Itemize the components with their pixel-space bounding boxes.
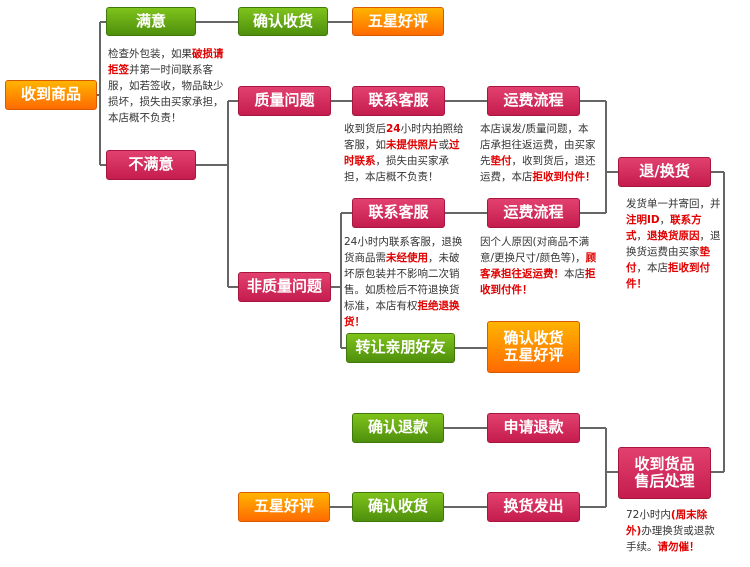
quality-cs-note-segment: 过时联系 bbox=[344, 139, 460, 167]
quality-shipping-note-segment: 拒收到付件！ bbox=[532, 171, 596, 183]
nonquality-cs-note-segment: ，未破坏原包装并不影响二次销售。如质检后不符退换货标准，本店有权 bbox=[344, 252, 460, 312]
node-exchange-ship: 换货发出 bbox=[487, 492, 580, 522]
nonquality-shipping-note-segment: 顾客承担往返运费！ bbox=[480, 252, 597, 280]
node-unsatisfied: 不满意 bbox=[106, 150, 196, 180]
node-five-star-bottom: 五星好评 bbox=[238, 492, 330, 522]
nonquality-cs-note-segment: 未经使用 bbox=[386, 252, 428, 264]
quality-cs-note-segment: 小时内拍照给客服，如 bbox=[344, 123, 464, 151]
node-satisfied: 满意 bbox=[106, 7, 196, 36]
note-nonquality-shipping: 因个人原因(对商品不满意/更换尺寸/颜色等)，顾客承担往返运费！本店拒收到付件！ bbox=[480, 234, 602, 298]
quality-cs-note-segment: 收到货后 bbox=[344, 123, 386, 135]
nonquality-cs-note-segment: 24小时内联系客服，退换货商品需 bbox=[344, 236, 463, 264]
node-confirm-receipt-bottom: 确认收货 bbox=[352, 492, 444, 522]
node-confirm-five-star-line2: 五星好评 bbox=[503, 346, 564, 364]
return-note-segment: ，本店 bbox=[636, 262, 669, 274]
aftersale-note-segment: (周末除外) bbox=[626, 509, 708, 537]
nonquality-cs-note-segment: 拒绝退换货！ bbox=[344, 300, 460, 328]
return-note-segment: ， bbox=[636, 230, 648, 242]
return-note-segment: 拒收到付件！ bbox=[626, 262, 710, 290]
node-receive-goods: 收到商品 bbox=[5, 80, 97, 110]
return-note-segment: ，退换货运费由买家 bbox=[626, 230, 721, 258]
node-shipping-flow-nonquality: 运费流程 bbox=[487, 198, 580, 228]
node-non-quality-issue: 非质量问题 bbox=[238, 272, 331, 302]
satisfied-note-segment: 并第一时间联系客服，如若签收，物品缺少损坏，损失由买家承担，本店概不负责！ bbox=[108, 64, 224, 124]
node-contact-cs-nonquality: 联系客服 bbox=[352, 198, 445, 228]
nonquality-shipping-note-segment: 因个人原因(对商品不满意/更换尺寸/颜色等)， bbox=[480, 236, 590, 264]
note-quality-cs: 收到货后24小时内拍照给客服，如未提供照片或过时联系，损失由买家承担，本店概不负… bbox=[344, 121, 464, 185]
node-confirm-five-star-line1: 确认收货 bbox=[503, 328, 564, 347]
aftersale-note-segment: 72小时内 bbox=[626, 509, 671, 521]
nonquality-shipping-note-segment: 本店 bbox=[564, 268, 585, 280]
satisfied-note-segment: 检查外包装，如果 bbox=[108, 48, 192, 60]
aftersale-note-segment: 请勿催！ bbox=[657, 541, 700, 553]
note-nonquality-cs: 24小时内联系客服，退换货商品需未经使用，未破坏原包装并不影响二次销售。如质检后… bbox=[344, 234, 466, 330]
return-note-segment: 注明ID bbox=[626, 214, 660, 226]
node-apply-refund: 申请退款 bbox=[487, 413, 580, 443]
quality-cs-note-segment: 24 bbox=[386, 123, 401, 135]
quality-shipping-note-segment: ，收到货后，退还运费，本店 bbox=[480, 155, 596, 183]
node-five-star-top: 五星好评 bbox=[352, 7, 444, 36]
node-receive-aftersale-line2: 售后处理 bbox=[634, 472, 695, 490]
node-receive-aftersale: 收到货品 售后处理 bbox=[618, 447, 711, 499]
quality-shipping-note-segment: 垫付 bbox=[490, 155, 512, 167]
note-return: 发货单一并寄回，并注明ID，联系方式，退换货原因，退换货运费由买家垫付，本店拒收… bbox=[626, 196, 722, 292]
nonquality-shipping-note-segment: 拒收到付件！ bbox=[480, 268, 596, 296]
aftersale-note-segment: 办理换货或退款手续。 bbox=[626, 525, 715, 553]
node-transfer-friends: 转让亲朋好友 bbox=[346, 333, 455, 363]
node-confirm-five-star: 确认收货 五星好评 bbox=[487, 321, 580, 373]
node-confirm-refund: 确认退款 bbox=[352, 413, 444, 443]
node-confirm-receipt-top: 确认收货 bbox=[238, 7, 328, 36]
quality-cs-note-segment: ，损失由买家承担，本店概不负责！ bbox=[344, 155, 449, 183]
return-note-segment: 退换货原因 bbox=[647, 230, 700, 242]
satisfied-note-segment: 破损请拒签 bbox=[108, 48, 224, 76]
return-note-segment: 发货单一并寄回，并 bbox=[626, 198, 721, 210]
node-contact-cs-quality: 联系客服 bbox=[352, 86, 445, 116]
return-note-segment: ， bbox=[659, 214, 671, 226]
node-shipping-flow-quality: 运费流程 bbox=[487, 86, 580, 116]
node-quality-issue: 质量问题 bbox=[238, 86, 331, 116]
quality-cs-note-segment: 未提供照片 bbox=[386, 139, 439, 151]
node-receive-aftersale-line1: 收到货品 bbox=[634, 454, 695, 473]
return-note-segment: 联系方式 bbox=[626, 214, 702, 242]
note-satisfied: 检查外包装，如果破损请拒签并第一时间联系客服，如若签收，物品缺少损坏，损失由买家… bbox=[108, 46, 226, 126]
quality-cs-note-segment: 或 bbox=[438, 139, 450, 151]
quality-shipping-note-segment: 本店误发/质量问题，本店承担往返运费，由买家先 bbox=[480, 123, 596, 167]
note-quality-shipping: 本店误发/质量问题，本店承担往返运费，由买家先垫付，收到货后，退还运费，本店拒收… bbox=[480, 121, 598, 185]
return-note-segment: 垫付 bbox=[626, 246, 710, 274]
note-aftersale: 72小时内(周末除外)办理换货或退款手续。请勿催！ bbox=[626, 507, 722, 555]
node-return-exchange: 退/换货 bbox=[618, 157, 711, 187]
